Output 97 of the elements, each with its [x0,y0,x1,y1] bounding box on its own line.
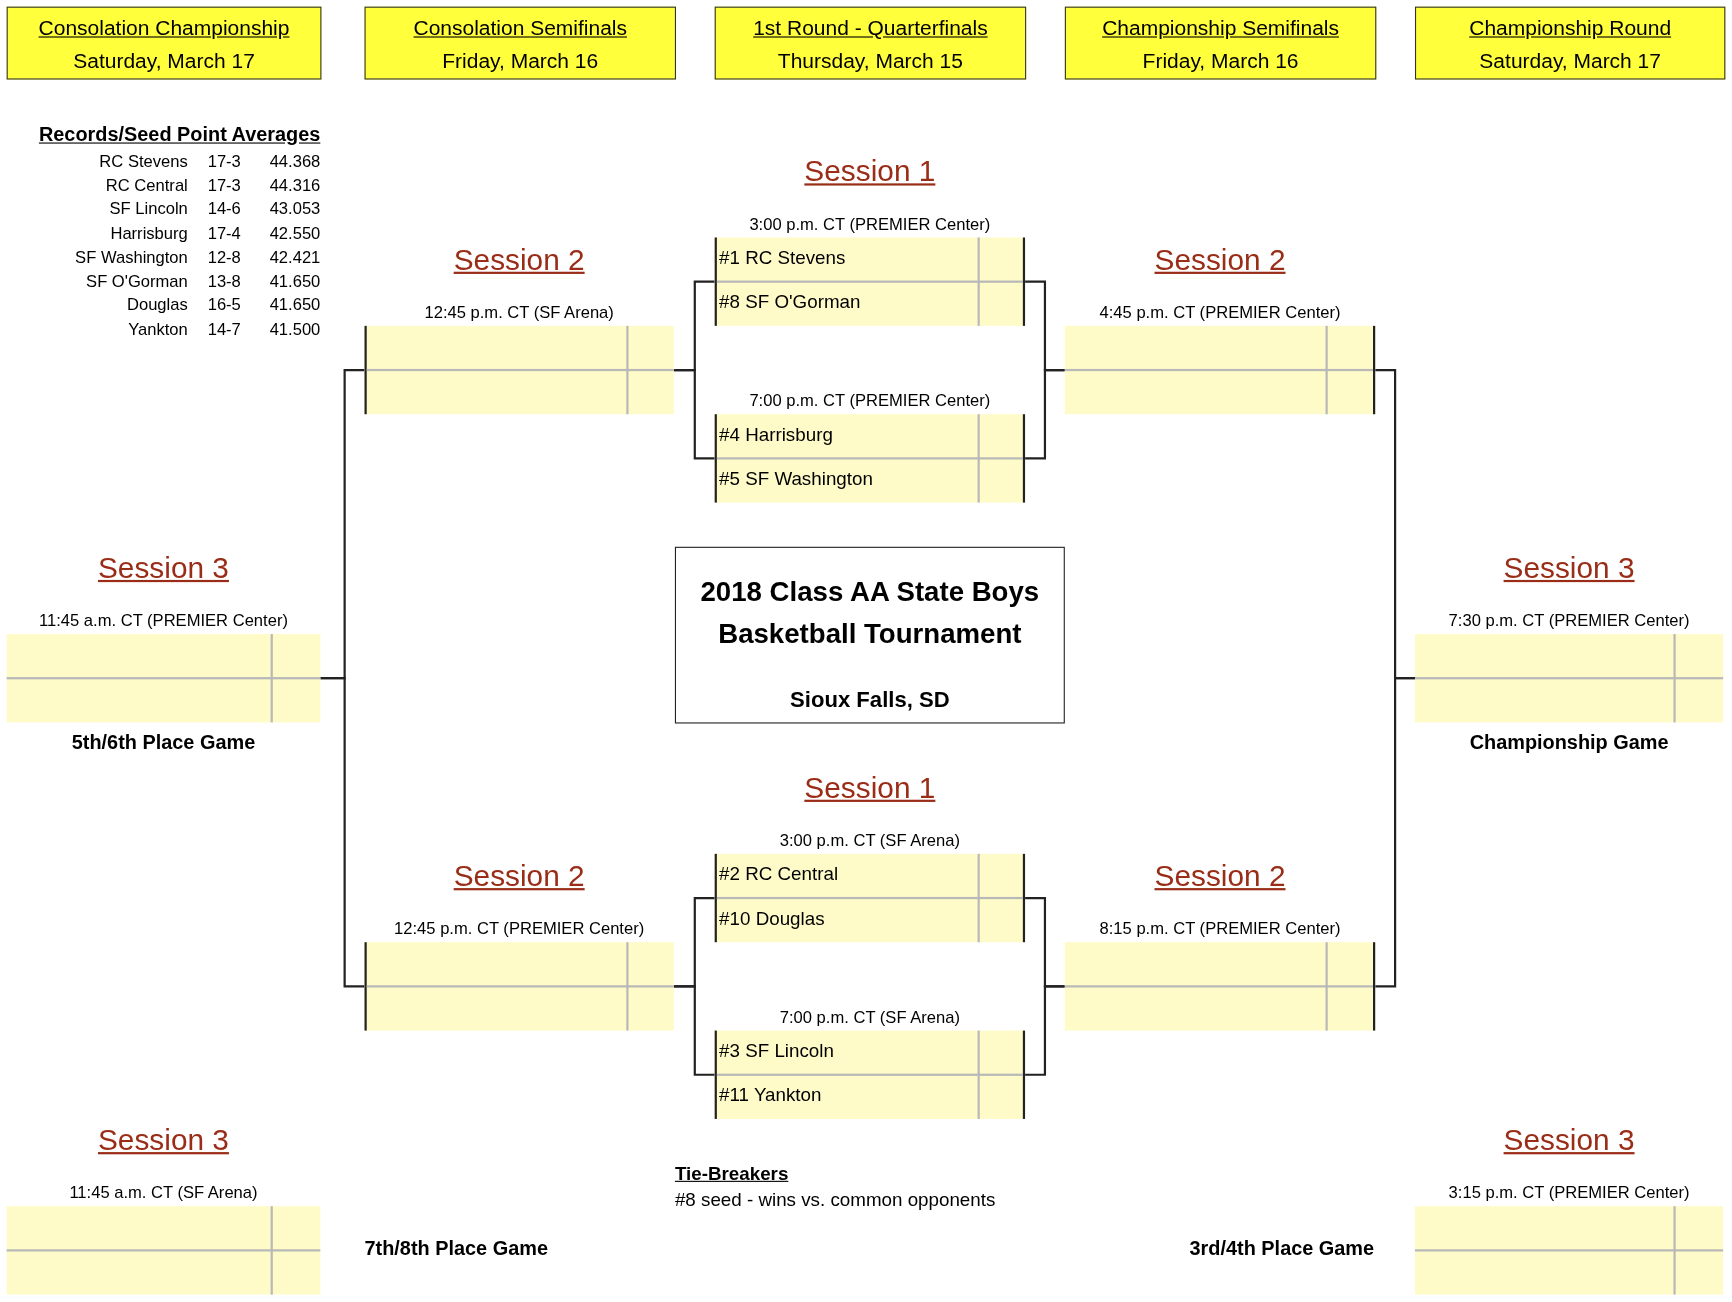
team-name: #10 Douglas [719,907,825,931]
time-text: 7:00 p.m. CT (PREMIER Center) [748,391,992,410]
header-box [714,6,1027,80]
record-value: 17-3 [207,175,242,195]
bracket-line [1025,985,1065,1076]
bracket-line [1025,368,1065,460]
note-text: #8 seed - wins vs. common opponents [674,1189,996,1212]
average-value: 41.500 [268,319,321,338]
bracket-line [673,368,715,460]
game-name: 5th/6th Place Game [70,731,257,755]
team-name: SF Lincoln [108,199,188,219]
team-name: Yankton [127,319,188,338]
round-title: Consolation Championship [37,16,291,41]
bracket-line [320,677,365,988]
average-value: 42.421 [268,247,321,266]
bracket-slot [1415,634,1724,723]
note-heading: Tie-Breakers [674,1163,789,1186]
header-box [1415,6,1726,80]
bracket-slot [6,1206,321,1295]
time-text: 12:45 p.m. CT (SF Arena) [423,302,615,322]
average-value: 44.368 [268,151,321,171]
round-title: Championship Round [1468,16,1673,41]
bracket-slot [714,1030,1026,1119]
time-text: 3:15 p.m. CT (PREMIER Center) [1447,1183,1691,1202]
bracket-slot [364,325,674,415]
time-text: 12:45 p.m. CT (PREMIER Center) [393,919,646,938]
round-date: Saturday, March 17 [1478,49,1662,74]
team-name: RC Central [104,175,188,195]
record-value: 13-8 [207,271,242,290]
average-value: 41.650 [268,271,321,290]
time-text: 3:00 p.m. CT (PREMIER Center) [748,214,992,234]
session-heading: Session 3 [97,1123,230,1158]
bracket-slot [364,942,674,1031]
header-box [6,6,322,80]
table-heading: Records/Seed Point Averages [37,123,321,147]
title-text: 2018 Class AA State Boys Basketball Tournament [699,574,1041,651]
bracket-slot [6,634,321,723]
bracket-slot [714,853,1026,943]
team-name: #3 SF Lincoln [719,1040,834,1063]
header-box [1064,6,1377,80]
round-title: Championship Semifinals [1101,16,1340,41]
record-value: 14-6 [207,199,242,219]
team-name: #8 SF O'Gorman [719,291,861,314]
record-value: 16-5 [207,295,242,314]
location-text: Sioux Falls, SD [789,686,951,714]
bracket-slot [1064,325,1376,415]
time-text: 3:00 p.m. CT (SF Arena) [778,830,961,850]
time-text: 11:45 a.m. CT (PREMIER Center) [38,610,289,630]
average-value: 42.550 [268,223,321,242]
session-heading: Session 2 [1153,859,1287,894]
team-name: SF O'Gorman [85,271,188,290]
average-value: 43.053 [268,199,321,219]
team-name: Douglas [126,295,188,314]
round-date: Friday, March 16 [441,49,600,74]
session-heading: Session 3 [1502,1123,1636,1158]
average-value: 44.316 [268,175,321,195]
record-value: 17-4 [207,223,242,242]
header-box [364,6,676,80]
time-text: 8:15 p.m. CT (PREMIER Center) [1098,919,1342,938]
round-date: Thursday, March 15 [776,49,964,74]
time-text: 7:00 p.m. CT (SF Arena) [778,1007,961,1027]
round-date: Saturday, March 17 [72,49,256,74]
session-heading: Session 3 [97,551,230,586]
bracket-slot [1064,942,1376,1031]
team-name: #1 RC Stevens [719,247,846,270]
session-heading: Session 3 [1502,551,1636,586]
bracket-slot [1415,1206,1724,1295]
average-value: 41.650 [268,295,321,314]
time-text: 4:45 p.m. CT (PREMIER Center) [1098,302,1342,322]
team-name: #2 RC Central [719,863,839,886]
game-name: 7th/8th Place Game [364,1237,549,1261]
team-name: SF Washington [74,247,188,266]
bracket-slot [714,414,1026,503]
record-value: 14-7 [207,319,242,338]
bracket-line [1375,677,1415,988]
session-heading: Session 1 [803,771,937,806]
team-name: #5 SF Washington [719,468,873,491]
session-heading: Session 2 [1153,243,1287,278]
bracket-line [673,985,715,1076]
record-value: 12-8 [207,247,242,266]
time-text: 11:45 a.m. CT (SF Arena) [68,1183,259,1202]
time-text: 7:30 p.m. CT (PREMIER Center) [1447,610,1691,630]
title-box [674,546,1065,724]
team-name: #4 Harrisburg [719,424,833,447]
team-name: Harrisburg [109,223,188,242]
game-name: Championship Game [1468,731,1670,755]
session-heading: Session 1 [803,154,937,189]
session-heading: Session 2 [452,859,586,894]
round-title: 1st Round - Quarterfinals [752,16,989,41]
bracket-slot [714,237,1026,326]
round-date: Friday, March 16 [1141,49,1300,74]
team-name: #11 Yankton [719,1084,822,1107]
session-heading: Session 2 [452,243,586,278]
game-name: 3rd/4th Place Game [1188,1237,1375,1261]
team-name: RC Stevens [98,151,188,171]
round-title: Consolation Semifinals [412,16,628,41]
record-value: 17-3 [207,151,242,171]
